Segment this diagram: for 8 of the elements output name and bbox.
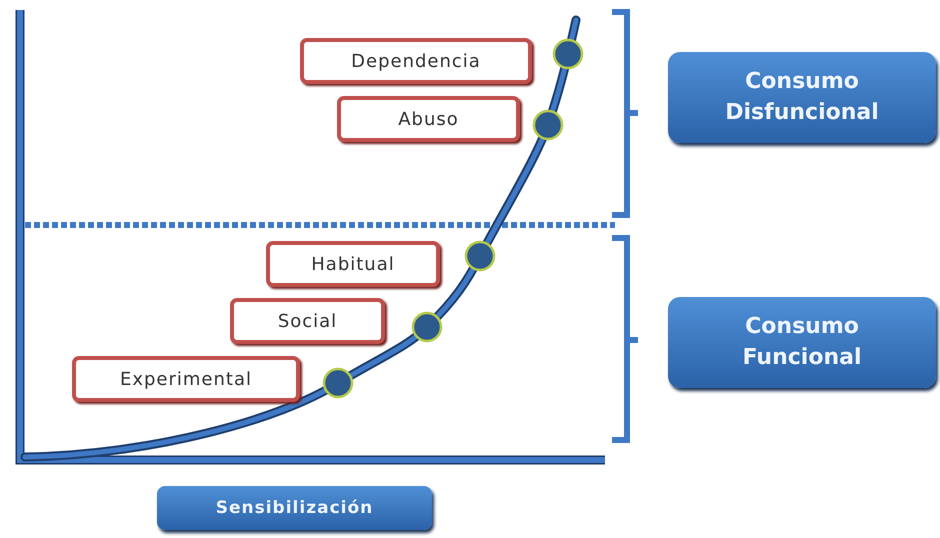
axis-label-box: Sensibilización	[157, 486, 432, 530]
category-box: Consumo Disfuncional	[668, 52, 936, 143]
stage-label: Habitual	[266, 241, 440, 287]
stage-label: Experimental	[72, 356, 300, 402]
stage-label: Social	[230, 298, 385, 344]
category-box: Consumo Funcional	[668, 297, 936, 388]
stage-label: Dependencia	[300, 38, 532, 84]
stage-label: Abuso	[337, 96, 520, 142]
